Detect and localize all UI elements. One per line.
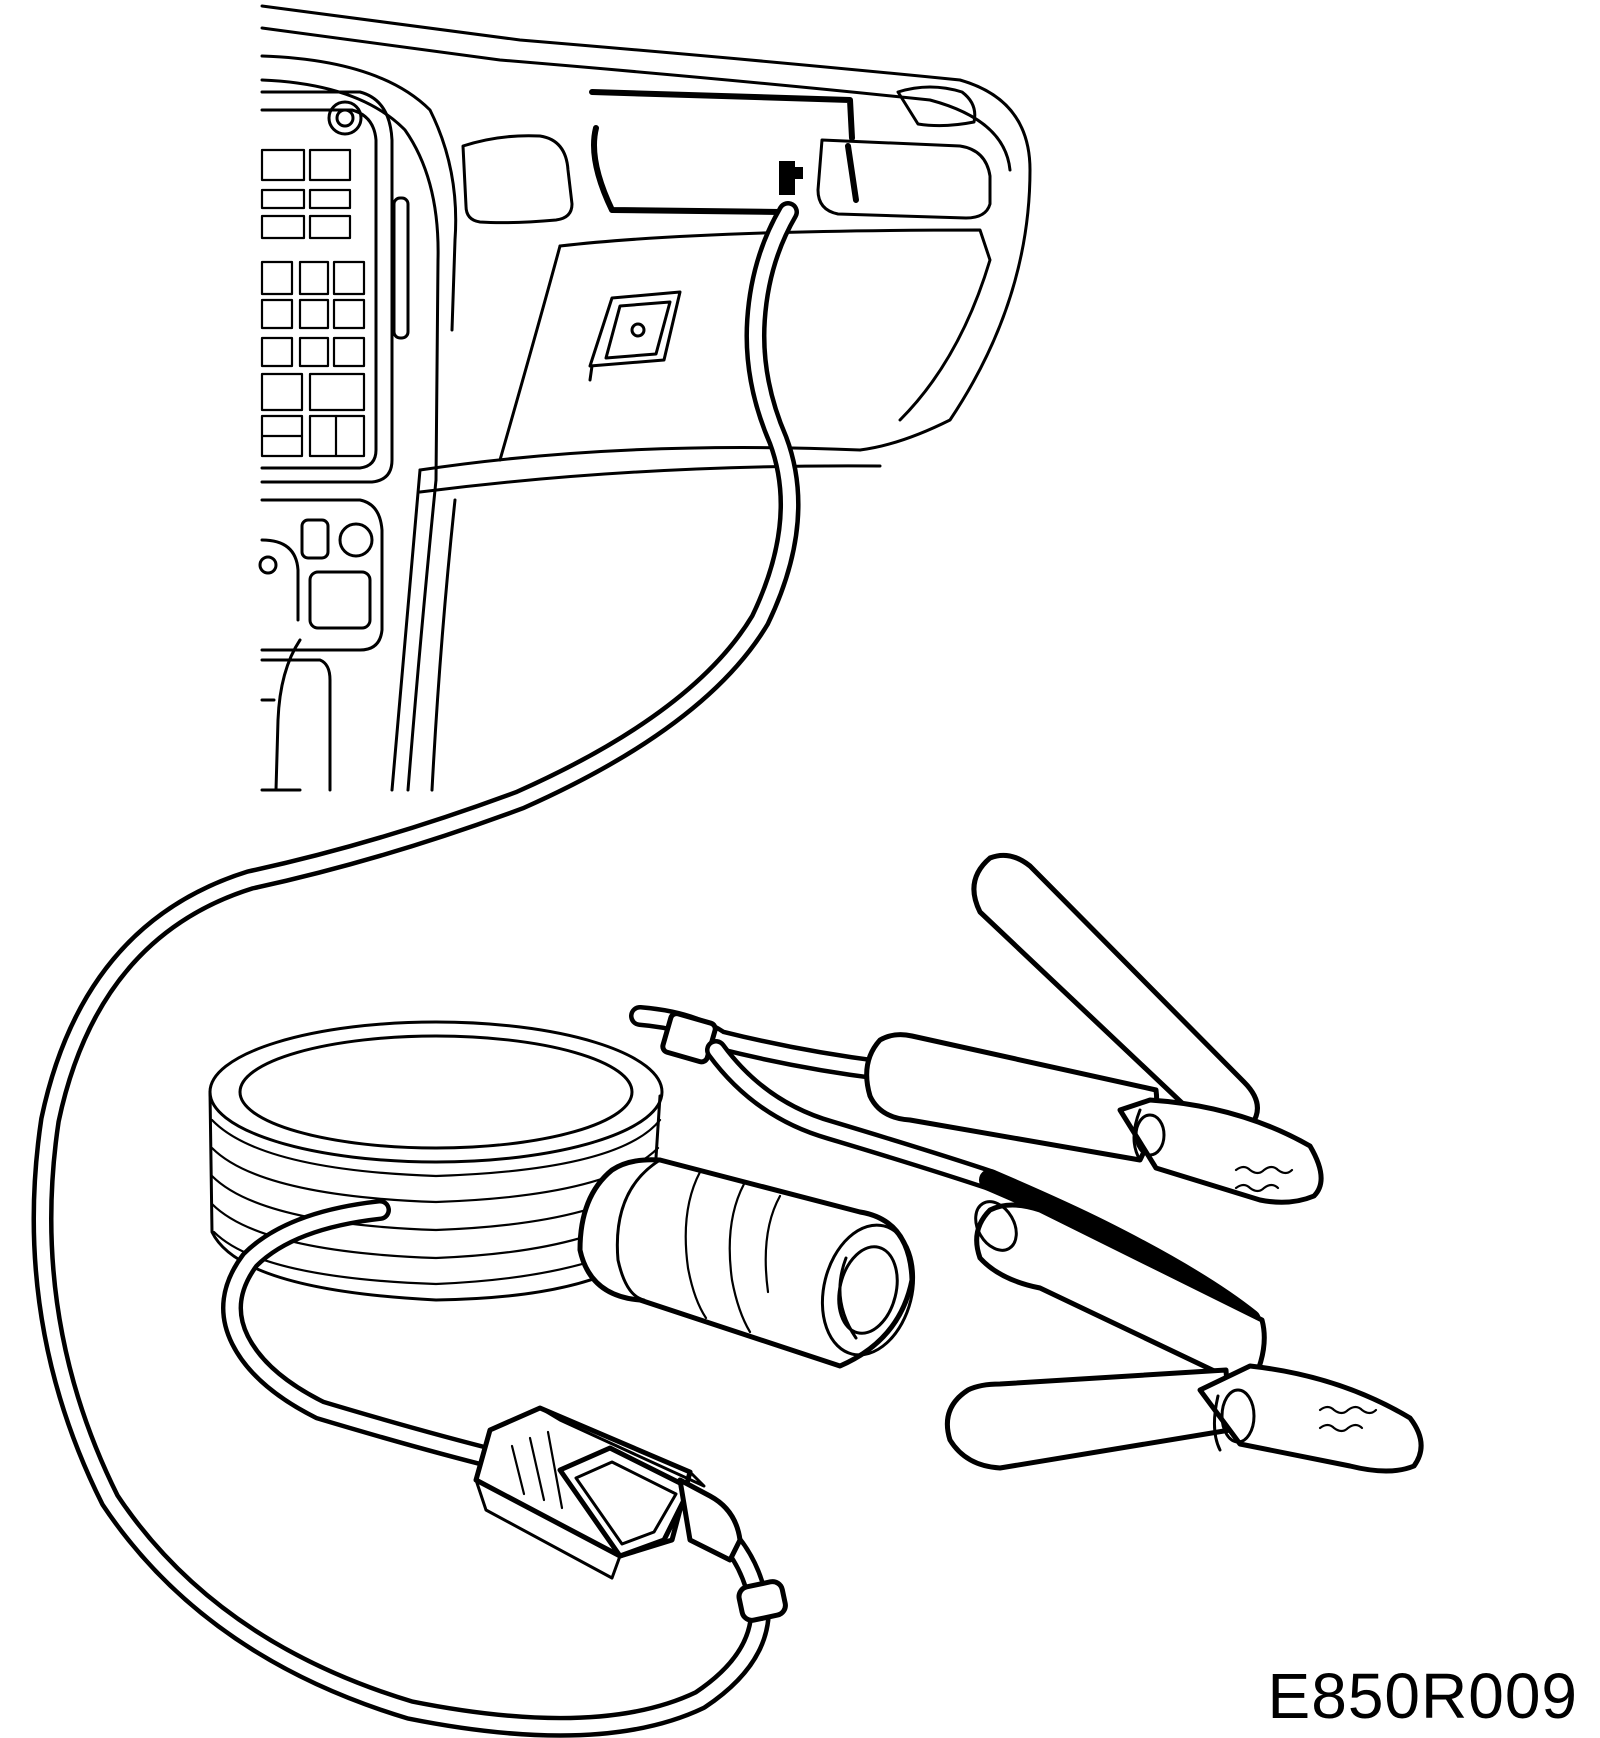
cable-coil — [208, 1005, 1001, 1471]
figure-code: E850R009 — [1267, 1660, 1578, 1732]
battery-clip-lower — [944, 1169, 1424, 1474]
diagnostic-connector — [473, 1405, 743, 1580]
dashboard — [258, 4, 1032, 792]
cigarette-lighter-plug — [577, 1157, 916, 1369]
battery-clip-upper — [864, 852, 1324, 1205]
